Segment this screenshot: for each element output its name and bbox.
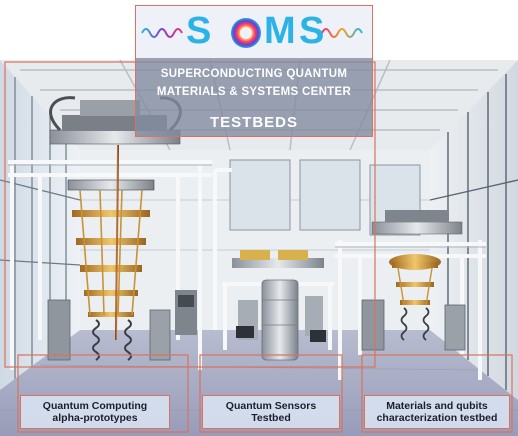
- sqms-logo-panel: S Q M S SUPERCONDUCTING QUANTUM MATERIAL…: [135, 5, 373, 137]
- logo-caption-band: SUPERCONDUCTING QUANTUM MATERIALS & SYST…: [136, 58, 372, 136]
- center-name-line1: SUPERCONDUCTING QUANTUM: [160, 68, 348, 80]
- logo-banner: S Q M S: [136, 6, 372, 58]
- caption-quantum-sensors-text: Quantum Sensors Testbed: [225, 400, 317, 424]
- logo-letter-s2: S: [299, 10, 325, 52]
- logo-letter-q: Q: [234, 10, 264, 53]
- caption-materials-qubits-text: Materials and qubits characterization te…: [376, 400, 498, 424]
- logo-letter-s1: S: [186, 10, 212, 52]
- caption-materials-qubits: Materials and qubits characterization te…: [364, 395, 510, 429]
- testbeds-title: TESTBEDS: [209, 114, 298, 131]
- center-name-line2: MATERIALS & SYSTEMS CENTER: [156, 86, 352, 98]
- alpha-highlight-frame: [17, 354, 189, 433]
- wavy-signal-icon: [141, 18, 363, 48]
- caption-quantum-sensors: Quantum Sensors Testbed: [202, 395, 340, 429]
- materials-highlight-frame: [361, 354, 513, 433]
- caption-quantum-computing: Quantum Computing alpha-prototypes: [20, 395, 170, 429]
- sensors-highlight-frame: [199, 354, 343, 433]
- dilution-refrigerator-icon: [47, 96, 182, 361]
- logo-letter-m: M: [264, 10, 296, 52]
- dilution-refrigerator-icon: [361, 210, 466, 351]
- caption-quantum-computing-text: Quantum Computing alpha-prototypes: [42, 400, 148, 424]
- sensor-cylinder-icon: [175, 250, 326, 361]
